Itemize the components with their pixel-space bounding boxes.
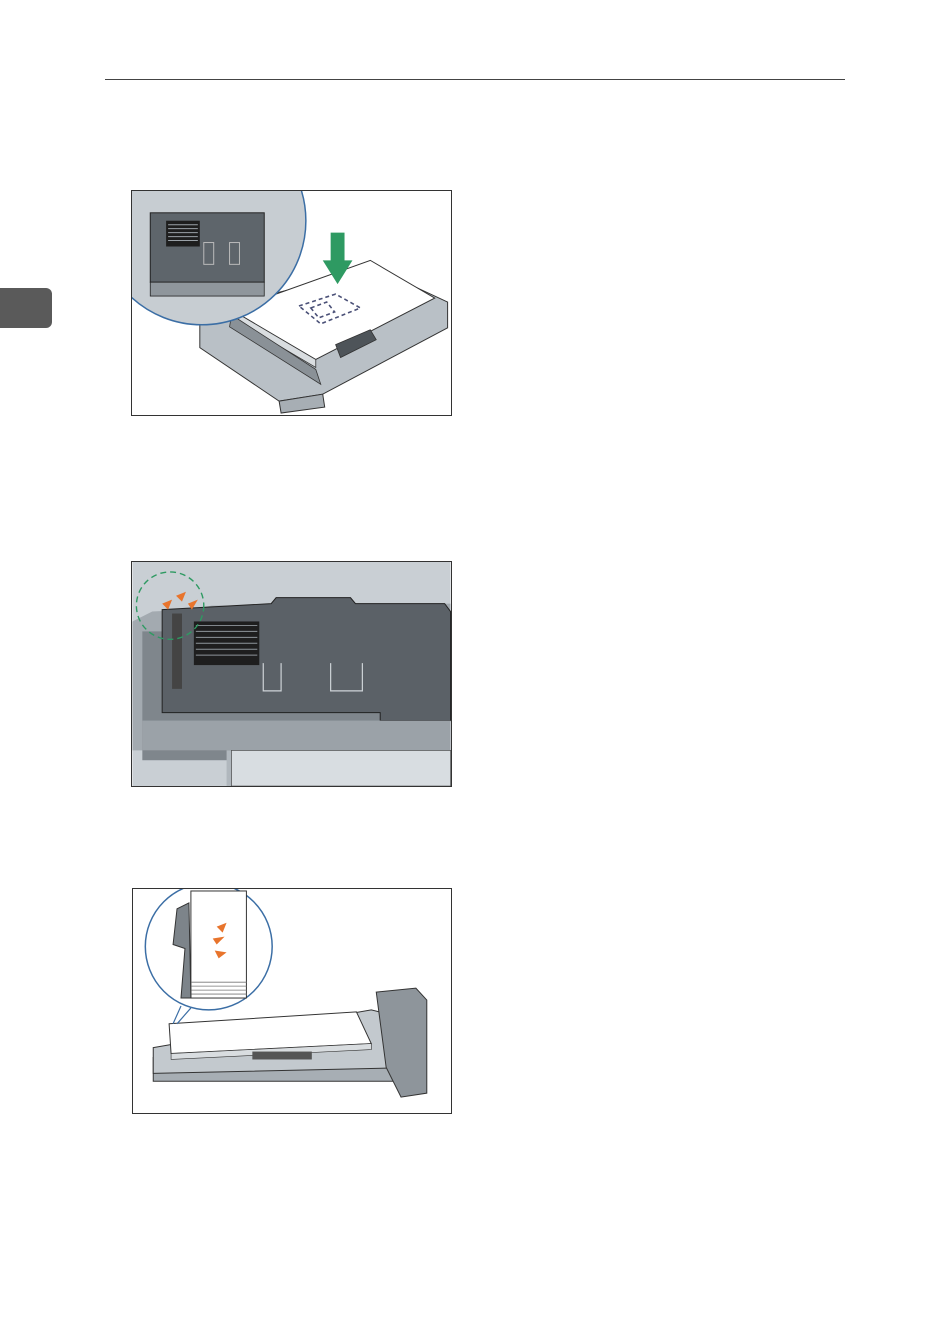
- figure-limit-mark: [131, 561, 452, 787]
- load-paper-illustration: [132, 191, 451, 415]
- figure-stack-check: [132, 888, 452, 1114]
- chapter-tab: [0, 288, 52, 328]
- figure-load-paper: [131, 190, 452, 416]
- limit-mark-illustration: [132, 562, 451, 786]
- stack-check-illustration: [133, 889, 451, 1113]
- header-rule: [105, 79, 845, 80]
